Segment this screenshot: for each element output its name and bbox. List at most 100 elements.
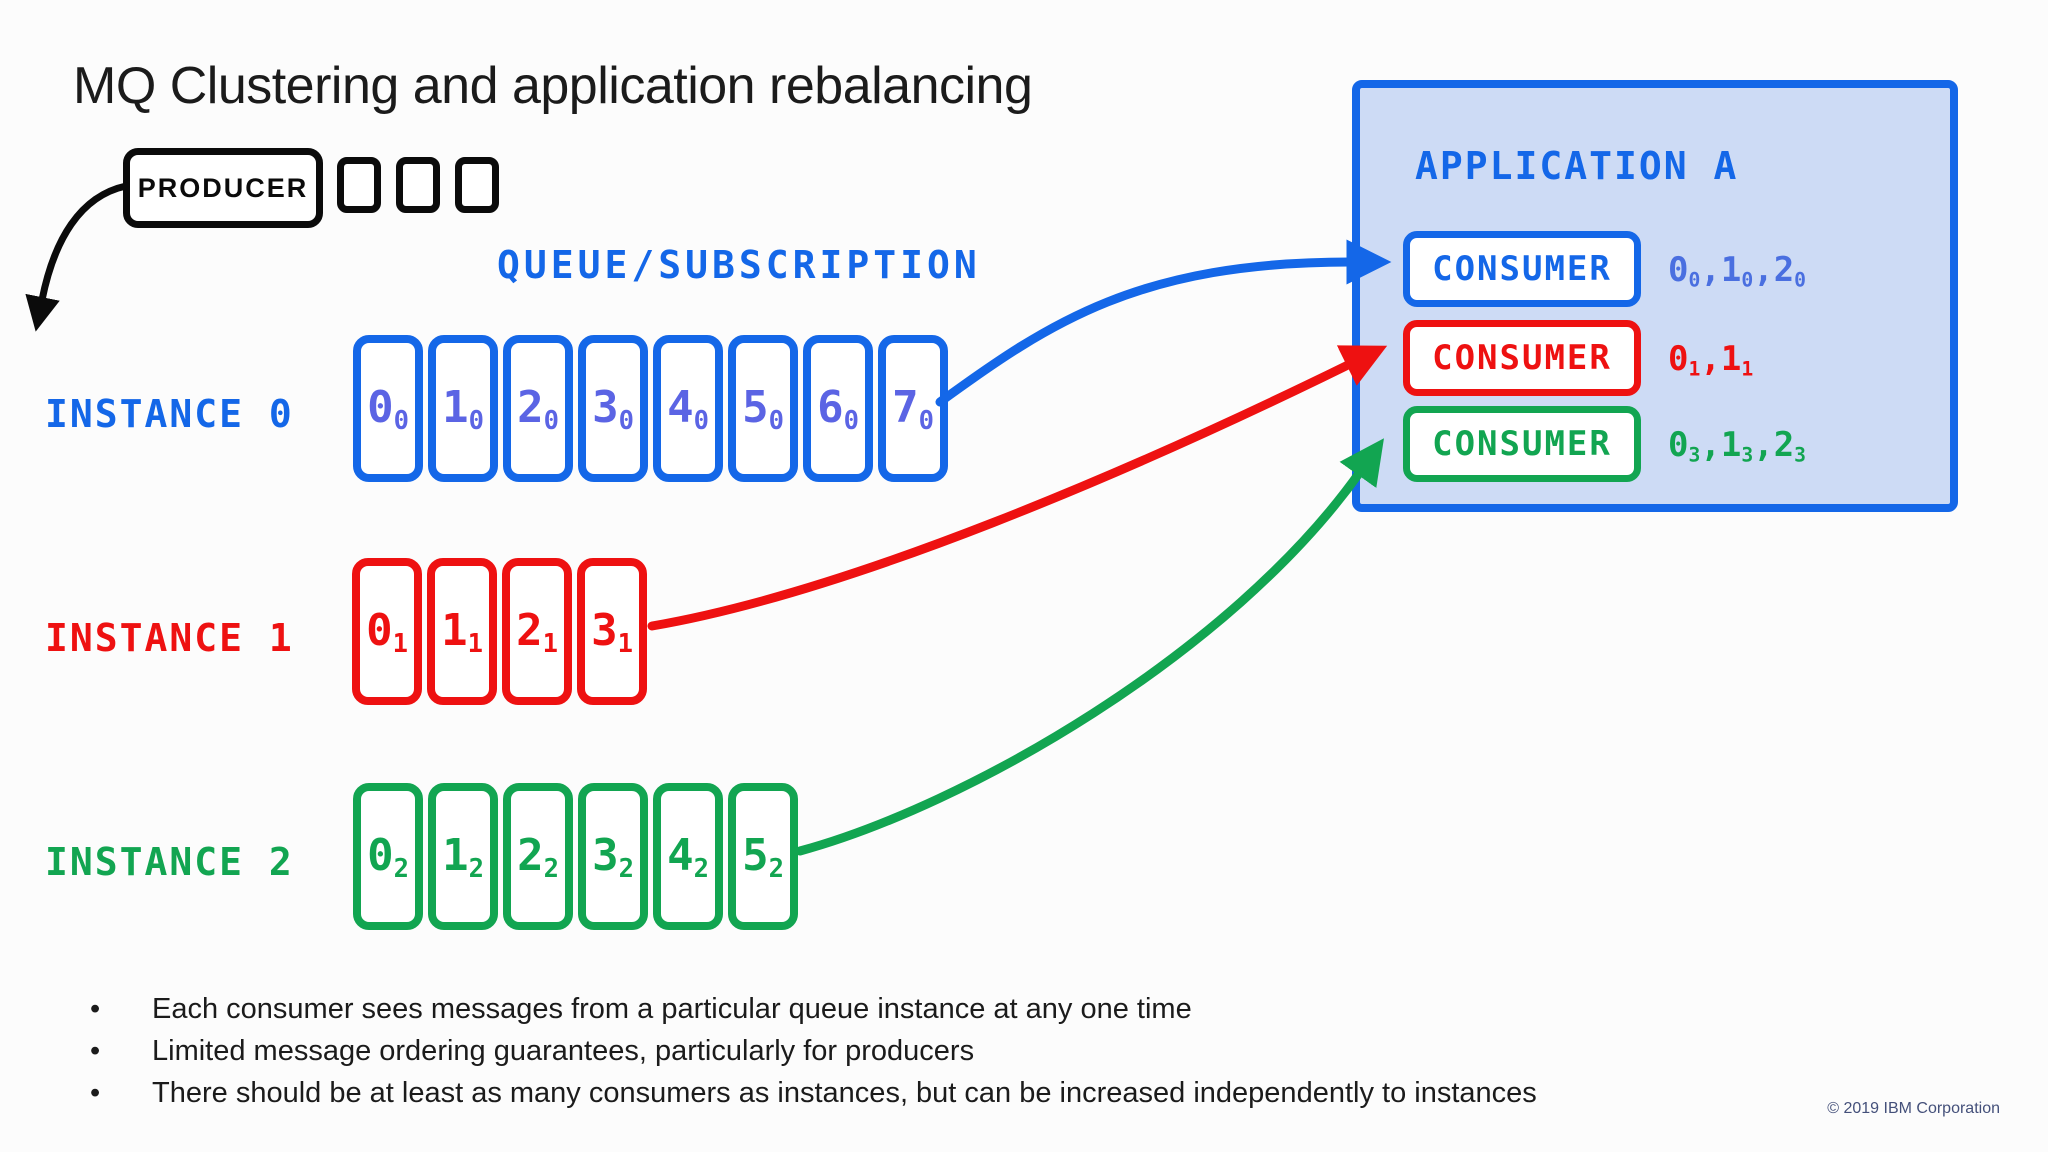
note-item: There should be at least as many consume… [88,1072,1537,1114]
message-id: 01 [1668,339,1701,381]
empty-message-slot [396,157,440,213]
message-id: 20 [1773,250,1807,292]
queue-cell-value: 42 [667,830,709,885]
subscript: 3 [1794,443,1807,467]
subscript: 1 [1688,357,1701,381]
subscript: 0 [618,406,634,437]
queue-cell-value: 50 [742,382,784,437]
queue-cell-value: 60 [817,382,859,437]
consumer-label: CONSUMER [1432,338,1612,378]
instance-label: INSTANCE 0 [45,392,294,436]
subscript: 0 [843,406,859,437]
queue-cell: 32 [578,783,648,930]
message-id: 00 [1668,250,1701,292]
queue-cell: 52 [728,783,798,930]
queue-cell-value: 31 [591,605,633,660]
queue-cell-value: 00 [367,382,409,437]
instance-label: INSTANCE 2 [45,840,294,884]
subscript: 2 [768,854,784,885]
subscript: 0 [1794,268,1807,292]
subscript: 2 [468,854,484,885]
queue-cell-value: 30 [592,382,634,437]
subscript: 0 [693,406,709,437]
instance-label: INSTANCE 1 [45,616,294,660]
message-id: 23 [1773,425,1807,467]
note-item: Each consumer sees messages from a parti… [88,988,1537,1030]
subscript: 2 [543,854,559,885]
subscript: 0 [393,406,409,437]
producer-arrow [25,182,130,332]
empty-message-slot [455,157,499,213]
consumer-box: CONSUMER [1403,320,1641,396]
subscript: 3 [1741,443,1754,467]
subscript: 2 [693,854,709,885]
consumer-messages: 00,10,20 [1668,250,1807,292]
queue-cell-value: 11 [441,605,483,660]
consumer-messages: 01,11 [1668,339,1754,381]
queue-cell: 60 [803,335,873,482]
subscript: 0 [1688,268,1701,292]
page-title: MQ Clustering and application rebalancin… [73,57,1033,115]
subscript: 0 [918,406,934,437]
queue-cell: 50 [728,335,798,482]
queue-cell-value: 40 [667,382,709,437]
queue-cell-value: 21 [516,605,558,660]
queue-cell-value: 32 [592,830,634,885]
queue-cell: 42 [653,783,723,930]
queue2-to-consumer-arrow [795,438,1384,856]
queue-cell: 10 [428,335,498,482]
queue-cell-value: 02 [367,830,409,885]
queue-cell-value: 20 [517,382,559,437]
subscript: 2 [618,854,634,885]
message-id: 13 [1720,425,1754,467]
subscript: 2 [393,854,409,885]
queue-cell-value: 01 [366,605,408,660]
copyright: © 2019 IBM Corporation [1827,1100,2000,1117]
queue-cell: 70 [878,335,948,482]
message-id: 11 [1720,339,1754,381]
queue-cell-value: 52 [742,830,784,885]
queue-cell-value: 70 [892,382,934,437]
subscript: 1 [392,629,408,660]
subscript: 1 [542,629,558,660]
consumer-box: CONSUMER [1403,406,1641,482]
queue-cell: 12 [428,783,498,930]
queue-cell: 01 [352,558,422,705]
message-slots [337,157,499,213]
note-item: Limited message ordering guarantees, par… [88,1030,1537,1072]
producer-box: PRODUCER [123,148,323,228]
subscript: 3 [1688,443,1701,467]
queue-cell: 21 [502,558,572,705]
subscript: 0 [543,406,559,437]
queue-cell-value: 12 [442,830,484,885]
producer-label: PRODUCER [137,172,309,203]
consumer-label: CONSUMER [1432,424,1612,464]
queue-cell: 02 [353,783,423,930]
consumer-messages: 03,13,23 [1668,425,1807,467]
message-id: 03 [1668,425,1701,467]
queue-cell-value: 10 [442,382,484,437]
queue-cell: 22 [503,783,573,930]
application-title: APPLICATION A [1415,144,1739,188]
subscript: 0 [1741,268,1754,292]
message-id: 10 [1720,250,1754,292]
queue-cell: 30 [578,335,648,482]
queue-cell: 31 [577,558,647,705]
queue-cell: 20 [503,335,573,482]
subscript: 1 [467,629,483,660]
queue0-to-consumer-arrow [935,239,1392,407]
queue-cell: 11 [427,558,497,705]
subscript: 0 [768,406,784,437]
queue-cell: 00 [353,335,423,482]
subscript: 1 [617,629,633,660]
consumer-label: CONSUMER [1432,249,1612,289]
notes-list: Each consumer sees messages from a parti… [88,988,1537,1114]
subscript: 0 [468,406,484,437]
queue-cell: 40 [653,335,723,482]
consumer-box: CONSUMER [1403,231,1641,307]
